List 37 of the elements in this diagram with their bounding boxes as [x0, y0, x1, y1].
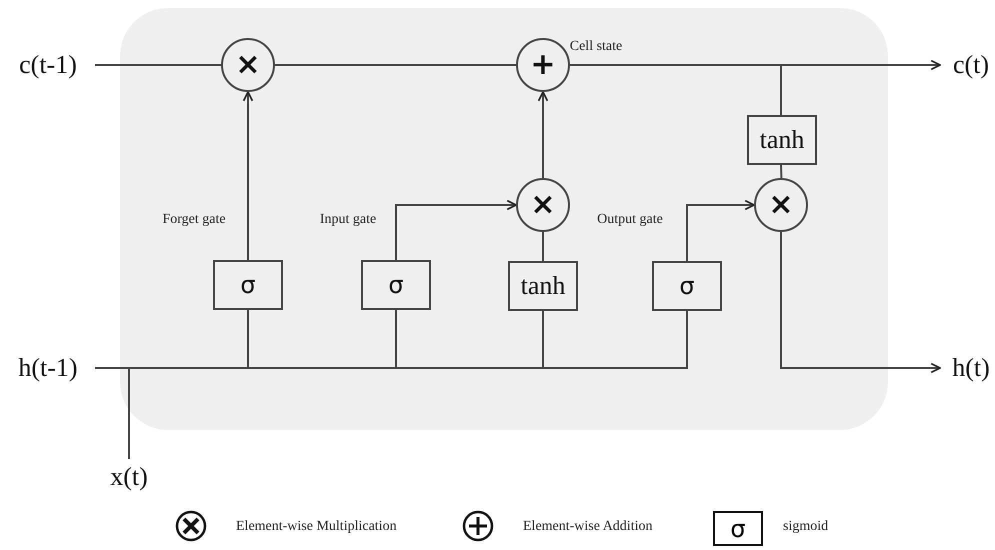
sigmoid-box: σ [652, 261, 722, 311]
connector-line [542, 310, 544, 369]
arrow [538, 91, 548, 178]
connector-line [395, 309, 397, 369]
connector-line [780, 164, 782, 179]
activation-box: tanh [508, 261, 578, 311]
output-label: h(t) [948, 350, 994, 386]
connector-line [569, 64, 782, 116]
connector-line [128, 367, 249, 369]
arrow [242, 91, 254, 260]
edge-label: Output gate [597, 212, 663, 228]
arrow [686, 200, 755, 261]
arrow [780, 232, 941, 374]
connector-line [128, 367, 130, 459]
edge-label: Input gate [320, 212, 376, 228]
legend-label: Element-wise Multiplication [236, 519, 397, 535]
activation-box: tanh [747, 115, 817, 165]
connector-line [247, 309, 249, 369]
edge-label: Forget gate [162, 212, 226, 228]
legend-label: Element-wise Addition [523, 519, 652, 535]
input-label: x(t) [106, 462, 152, 492]
input-label: h(t-1) [8, 350, 88, 386]
connector-line [95, 64, 222, 66]
connector-line [247, 367, 397, 369]
input-label: c(t-1) [8, 47, 88, 83]
arrow [395, 200, 517, 260]
output-label: c(t) [948, 47, 994, 83]
connector-line [542, 310, 688, 369]
connector-line [542, 231, 544, 262]
connector-line [95, 367, 130, 369]
sigmoid-box: σ [361, 260, 431, 310]
connector-line [395, 367, 544, 369]
sigmoid-box: σ [213, 260, 283, 310]
legend-label: sigmoid [783, 519, 828, 535]
edge-label: Cell state [570, 39, 622, 55]
connector-line [274, 64, 517, 66]
symbol-label: σ [730, 514, 746, 542]
